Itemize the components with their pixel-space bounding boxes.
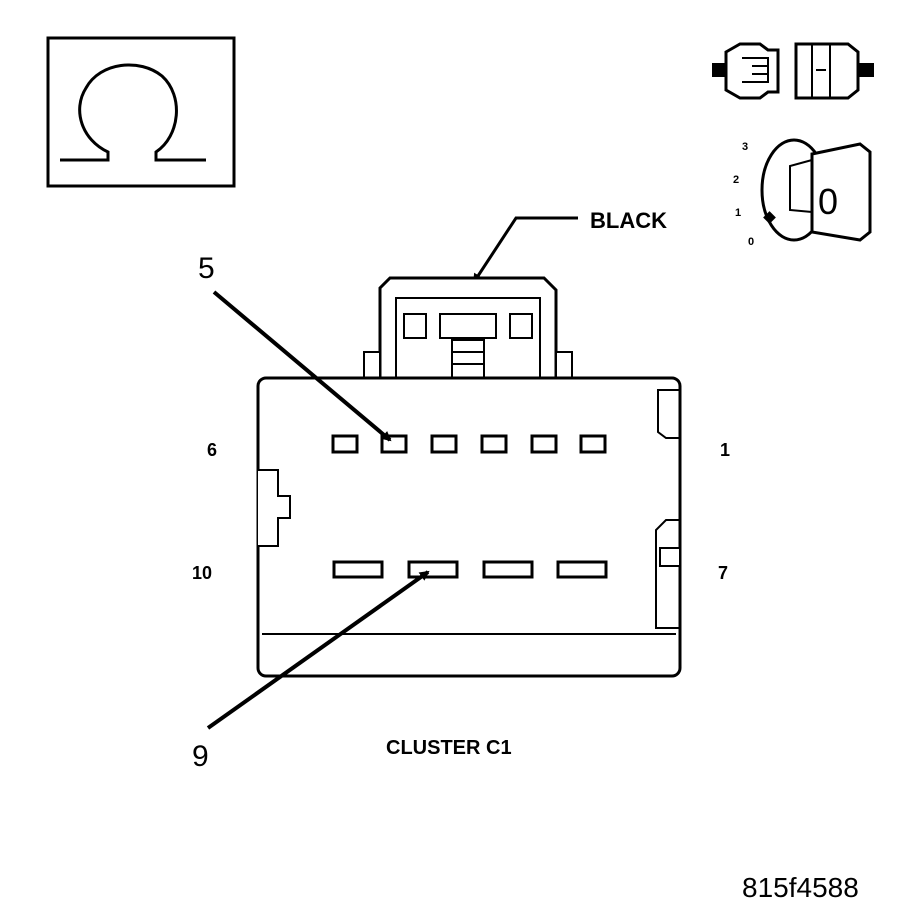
connector-color-label: BLACK (590, 208, 667, 233)
disconnected-connector-icon (712, 42, 874, 100)
pin-cavity-9 (407, 560, 459, 579)
pin-label-6: 6 (207, 440, 217, 460)
pin-cavity-6 (331, 434, 359, 454)
ignition-key-label: 0 (818, 181, 838, 222)
connector-name: CLUSTER C1 (386, 737, 512, 759)
pin-label-7: 7 (718, 563, 728, 583)
pin-cavity-2 (530, 434, 558, 454)
callout-5-arrow (212, 290, 392, 442)
pin-cavity-1 (579, 434, 607, 454)
pin-cavity-8 (482, 560, 534, 579)
ohm-icon (46, 36, 236, 188)
pin-label-10: 10 (192, 563, 212, 583)
figure-id: 815f4588 (742, 872, 859, 903)
ignition-position-2: 2 (733, 174, 739, 186)
ignition-position-1: 1 (735, 207, 741, 219)
pin-cavity-7 (556, 560, 608, 579)
connector-body (256, 276, 682, 678)
pin-cavity-3 (480, 434, 508, 454)
color-label-pointer (472, 216, 578, 284)
ignition-key-icon: 3 2 1 0 0 (733, 138, 872, 248)
pin-label-1: 1 (720, 440, 730, 460)
pin-cavity-10 (332, 560, 384, 579)
pin-cavity-4 (430, 434, 458, 454)
callout-5-label: 5 (198, 252, 215, 285)
callout-9-arrow (206, 570, 430, 730)
top-pin-row (331, 434, 607, 454)
ignition-position-0: 0 (748, 236, 754, 248)
ignition-position-3: 3 (742, 141, 748, 153)
callout-9-label: 9 (192, 740, 209, 773)
